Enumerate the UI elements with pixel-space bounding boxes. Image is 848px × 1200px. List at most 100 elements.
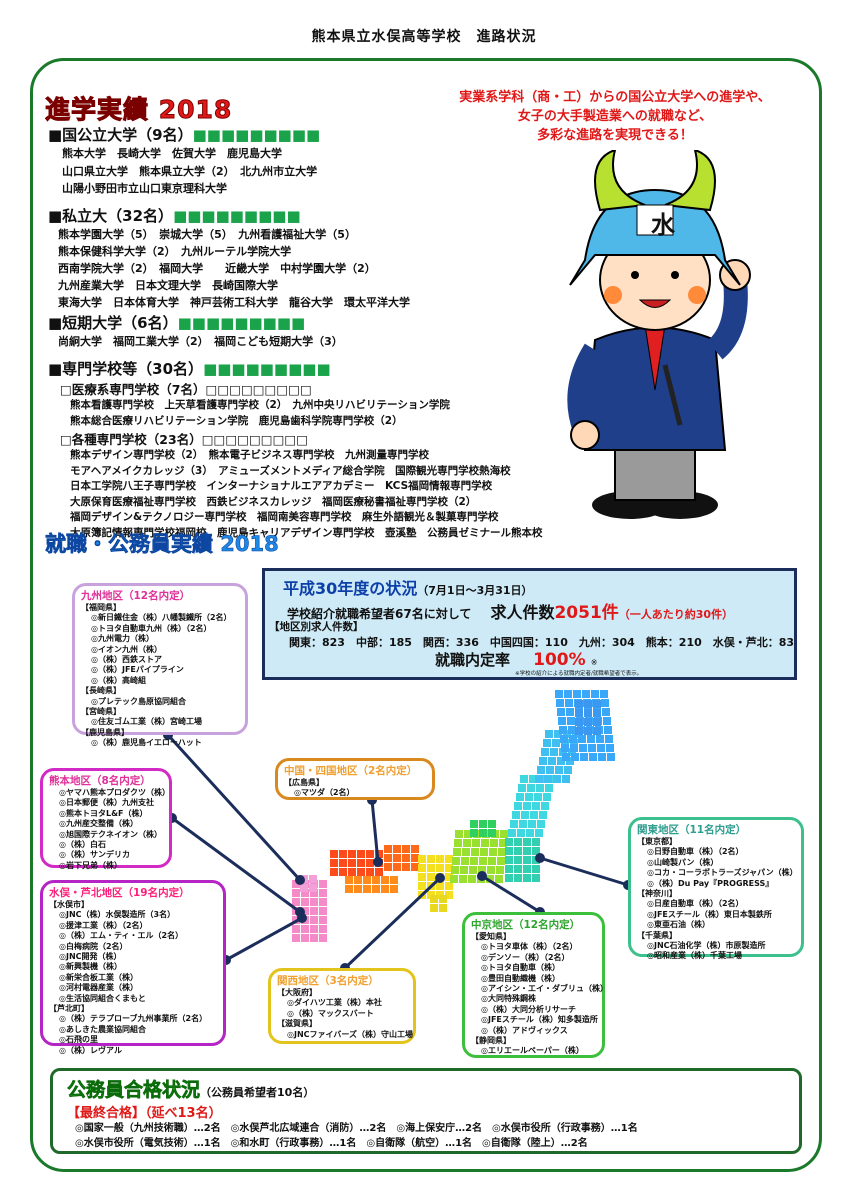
company-item: ◎日産自動車（株）（2名） xyxy=(647,899,744,909)
company-item: ◎プレテック島原協同組合 xyxy=(91,696,186,706)
company-item: ◎（株）マックスバート xyxy=(287,1008,374,1018)
map-cell xyxy=(578,735,586,743)
map-cell xyxy=(393,863,401,871)
map-cell xyxy=(607,753,615,761)
map-cell xyxy=(488,829,496,837)
map-cell xyxy=(462,848,470,856)
map-cell xyxy=(518,784,526,792)
map-cell xyxy=(486,875,494,883)
map-cell xyxy=(427,864,435,872)
map-cell xyxy=(514,865,522,873)
map-cell xyxy=(558,717,566,725)
map-cell xyxy=(411,854,419,862)
map-cell xyxy=(532,847,540,855)
document-title: 熊本県立水俣高等学校 進路状況 xyxy=(311,29,537,45)
slogan-line: 多彩な進路を実現できる！ xyxy=(537,128,693,143)
map-cell xyxy=(496,866,504,874)
map-cell xyxy=(354,876,362,884)
map-cell xyxy=(384,845,392,853)
prefecture-label: 【静岡県】 xyxy=(471,1036,511,1046)
connector-line xyxy=(225,916,303,962)
company-item: ◎ヤマハ熊本プロダクツ（株） xyxy=(59,788,170,797)
list-line: 九州産業大学 日本文理大学 長崎国際大学 xyxy=(58,279,278,292)
map-cell xyxy=(330,850,338,858)
map-cell xyxy=(546,766,554,774)
map-cell xyxy=(418,855,426,863)
public-final: 【最終合格】（延べ13名） xyxy=(67,1106,222,1121)
prefecture-label: 【長崎県】 xyxy=(81,686,121,696)
employment-summary-box: 平成30年度の状況（7月1日〜3月31日） 学校紹介就職希望者67名に対して 求… xyxy=(262,568,797,680)
map-cell xyxy=(372,876,380,884)
map-cell xyxy=(301,934,309,942)
region-box-chukyo: 中京地区（12名内定）【愛知県】◎トヨタ車体（株）（2名）◎デンソー（株）（2名… xyxy=(462,912,608,1058)
map-cell xyxy=(402,845,410,853)
map-cell xyxy=(464,830,472,838)
map-cell xyxy=(445,855,453,863)
map-cell xyxy=(597,744,605,752)
map-cell xyxy=(479,857,487,865)
map-cell xyxy=(469,866,477,874)
map-cell xyxy=(568,726,576,734)
slogan-line: 女子の大手製造業への就職など、 xyxy=(517,109,713,124)
map-cell xyxy=(571,753,579,761)
map-cell xyxy=(348,850,356,858)
map-cell xyxy=(505,856,513,864)
company-item: ◎白梅病院（2名） xyxy=(59,941,128,951)
region-box-minamata-ashikita: 水俣・芦北地区（19名内定）【水俣市】◎JNC（株）水俣製造所（3名）◎援津工業… xyxy=(40,880,226,1055)
company-item: ◎（株）アドヴィックス xyxy=(481,1025,568,1035)
map-cell xyxy=(488,857,496,865)
map-cell xyxy=(532,802,540,810)
map-cell xyxy=(535,829,543,837)
company-item: ◎岩下兄弟（株） xyxy=(59,860,122,870)
junior-section: ■短期大学（6名）■■■■■■■■■ 尚絅大学 福岡工業大学（2） 福岡こども短… xyxy=(48,312,343,351)
junior-list: 尚絅大学 福岡工業大学（2） 福岡こども短期大学（3） xyxy=(48,333,343,351)
map-cell xyxy=(490,839,498,847)
map-cell xyxy=(292,898,300,906)
map-cell xyxy=(564,766,572,774)
company-item: ◎（株）JFEパイプライン xyxy=(91,665,184,675)
map-cell xyxy=(348,859,356,867)
offers-value: 2051件 xyxy=(554,603,619,623)
map-cell xyxy=(520,775,528,783)
map-cell xyxy=(521,811,529,819)
prefecture-label: 【宮崎県】 xyxy=(81,707,121,717)
company-item: ◎旭国際テクネイオン（株） xyxy=(59,829,162,839)
company-item: ◎河村電器産業（株） xyxy=(59,983,138,993)
map-cell xyxy=(510,820,518,828)
map-cell xyxy=(439,904,447,912)
section-markers: ■■■■■■■■■ xyxy=(177,314,306,332)
map-cell xyxy=(537,766,545,774)
private-section: ■私立大（32名）■■■■■■■■■ 熊本学園大学（5） 崇城大学（5） 九州看… xyxy=(48,205,410,311)
map-cell xyxy=(488,820,496,828)
samurai-mascot xyxy=(567,150,751,519)
map-cell xyxy=(292,934,300,942)
list-line: 熊本大学 長崎大学 佐賀大学 鹿児島大学 xyxy=(62,147,282,160)
map-cell xyxy=(567,717,575,725)
map-cell xyxy=(319,916,327,924)
company-item: ◎JFEスチール（株）東日本製鉄所 xyxy=(647,909,772,919)
content-frame xyxy=(30,58,822,1172)
rate-value: 100% xyxy=(533,650,586,670)
connector-dot xyxy=(295,875,305,885)
map-cell xyxy=(418,864,426,872)
public-service-box: 公務員合格状況（公務員希望者10名） 【最終合格】（延べ13名） ◎国家一般（九… xyxy=(50,1068,802,1154)
map-cell xyxy=(555,766,563,774)
map-cell xyxy=(479,829,487,837)
map-cell xyxy=(523,856,531,864)
map-cell xyxy=(375,850,383,858)
map-cell xyxy=(301,925,309,933)
map-cell xyxy=(534,793,542,801)
connector-dot xyxy=(477,871,487,881)
map-cell xyxy=(575,727,583,735)
map-cell xyxy=(523,802,531,810)
company-item: ◎住友ゴム工業（株）宮崎工場 xyxy=(91,717,202,727)
map-cell xyxy=(514,874,522,882)
map-cell xyxy=(310,925,318,933)
map-cell xyxy=(445,891,453,899)
company-item: ◎新興製機（株） xyxy=(59,962,122,972)
national-section: ■国公立大学（9名）■■■■■■■■■ 熊本大学 長崎大学 佐賀大学 鹿児島大学… xyxy=(48,124,320,198)
list-line: 山陽小野田市立山口東京理科大学 xyxy=(62,182,227,195)
map-cell xyxy=(445,882,453,890)
map-cell xyxy=(523,847,531,855)
map-cell xyxy=(452,857,460,865)
